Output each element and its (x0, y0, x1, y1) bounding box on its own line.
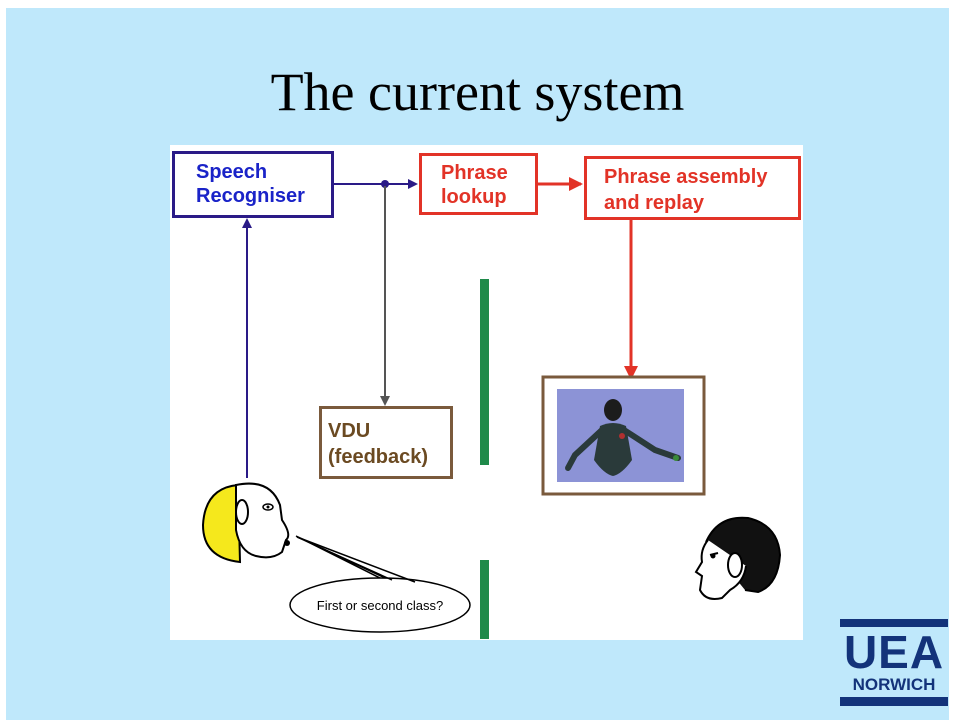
speech-recogniser-line1: Speech (196, 161, 268, 183)
phrase-assembly-line2: and replay (604, 192, 705, 214)
vdu-line2: (feedback) (328, 446, 429, 468)
phrase-assembly-line1: Phrase assembly (604, 166, 768, 188)
speech-bubble-text: First or second class? (317, 598, 443, 613)
phrase-lookup-box: Phrase lookup (419, 153, 538, 215)
logo-bottom-bar (840, 697, 948, 706)
divider-top (480, 279, 489, 465)
vdu-line1: VDU (328, 420, 371, 442)
signing-avatar (565, 399, 681, 476)
speech-bubble: First or second class? (289, 535, 471, 633)
phrase-lookup-line2: lookup (441, 186, 507, 208)
logo-top-bar (840, 619, 948, 627)
phrase-lookup-line1: Phrase (441, 162, 508, 184)
vdu-feedback-box: VDU (feedback) (319, 406, 453, 479)
listener-head (694, 516, 782, 600)
slide-title: The current system (270, 62, 685, 122)
phrase-assembly-box: Phrase assembly and replay (584, 156, 801, 220)
logo-norwich-text: NORWICH (852, 675, 936, 694)
speech-recogniser-box: Speech Recogniser (172, 151, 334, 218)
logo-uea-text: UEA (843, 626, 945, 678)
divider-bottom (480, 560, 489, 639)
speaker-head (201, 482, 290, 564)
uea-norwich-logo: UEA NORWICH (840, 619, 948, 707)
speech-recogniser-line2: Recogniser (196, 185, 305, 207)
junction-dot (381, 180, 389, 188)
